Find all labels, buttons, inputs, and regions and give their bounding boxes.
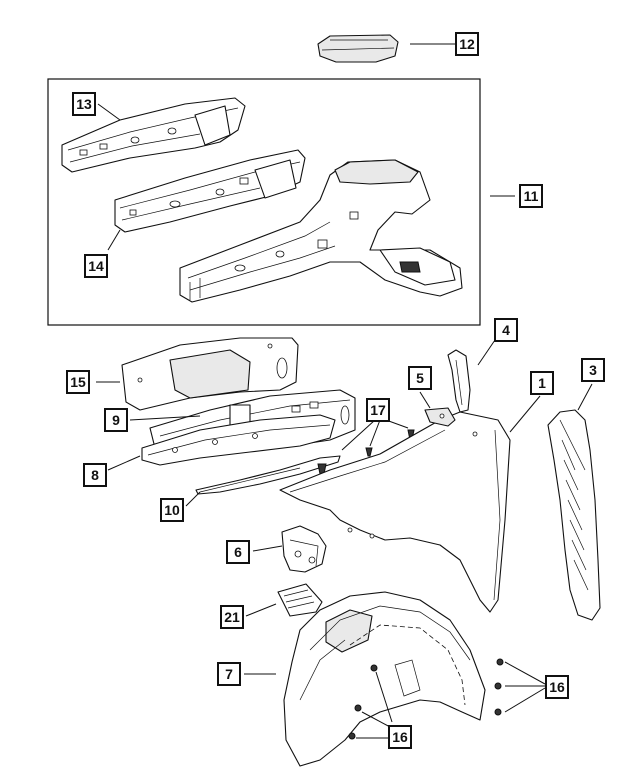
callout-8[interactable]: 8 bbox=[83, 463, 107, 487]
callout-17[interactable]: 17 bbox=[366, 398, 390, 422]
callout-21[interactable]: 21 bbox=[220, 605, 244, 629]
leader-8 bbox=[107, 455, 141, 471]
part-3-fender-liner[interactable] bbox=[547, 409, 601, 621]
callout-13[interactable]: 13 bbox=[72, 92, 96, 116]
callout-7[interactable]: 7 bbox=[217, 662, 241, 686]
part-6-mount-bracket[interactable] bbox=[281, 525, 327, 573]
leader-17 bbox=[341, 419, 376, 451]
part-13-frame-rail[interactable] bbox=[61, 97, 246, 173]
callout-1[interactable]: 1 bbox=[530, 371, 554, 395]
part-5-small-bracket[interactable] bbox=[424, 407, 456, 427]
leader-16a-1 bbox=[504, 661, 546, 685]
callout-15[interactable]: 15 bbox=[66, 370, 90, 394]
callout-9[interactable]: 9 bbox=[104, 408, 128, 432]
callout-16-right[interactable]: 16 bbox=[545, 675, 569, 699]
leader-3 bbox=[577, 383, 593, 411]
callout-5[interactable]: 5 bbox=[408, 366, 432, 390]
leader-4 bbox=[477, 339, 496, 366]
leader-13 bbox=[97, 103, 121, 121]
callout-12[interactable]: 12 bbox=[455, 32, 479, 56]
callout-10[interactable]: 10 bbox=[160, 498, 184, 522]
part-16-screws[interactable] bbox=[348, 658, 504, 740]
leader-14 bbox=[107, 229, 121, 251]
callout-11[interactable]: 11 bbox=[519, 184, 543, 208]
part-10-seal-strip[interactable] bbox=[195, 455, 341, 495]
part-12-cap[interactable] bbox=[317, 34, 399, 63]
part-14-frame-rail[interactable] bbox=[114, 149, 306, 233]
leader-1 bbox=[509, 395, 541, 433]
callout-6[interactable]: 6 bbox=[226, 540, 250, 564]
leader-5 bbox=[419, 391, 431, 409]
callout-16-lower[interactable]: 16 bbox=[388, 725, 412, 749]
leader-17b bbox=[369, 419, 381, 447]
leader-16b-1 bbox=[375, 671, 393, 723]
part-7-wheelhouse-liner[interactable] bbox=[283, 591, 486, 767]
callout-4[interactable]: 4 bbox=[494, 318, 518, 342]
frame-rail-group-box bbox=[47, 78, 481, 326]
leader-21 bbox=[245, 603, 277, 617]
callout-3[interactable]: 3 bbox=[581, 358, 605, 382]
part-8-lower-rail[interactable] bbox=[141, 414, 336, 466]
callout-14[interactable]: 14 bbox=[84, 254, 108, 278]
leader-10 bbox=[185, 491, 201, 507]
part-4-bracket[interactable] bbox=[447, 349, 471, 413]
leader-6 bbox=[252, 545, 283, 552]
leader-16b-2 bbox=[361, 711, 393, 729]
part-15-panel[interactable] bbox=[121, 337, 299, 411]
part-21-insert[interactable] bbox=[277, 583, 323, 617]
leader-9 bbox=[129, 415, 201, 421]
part-11-frame-rail-tower[interactable] bbox=[179, 159, 463, 303]
leader-16a-3 bbox=[504, 687, 546, 713]
